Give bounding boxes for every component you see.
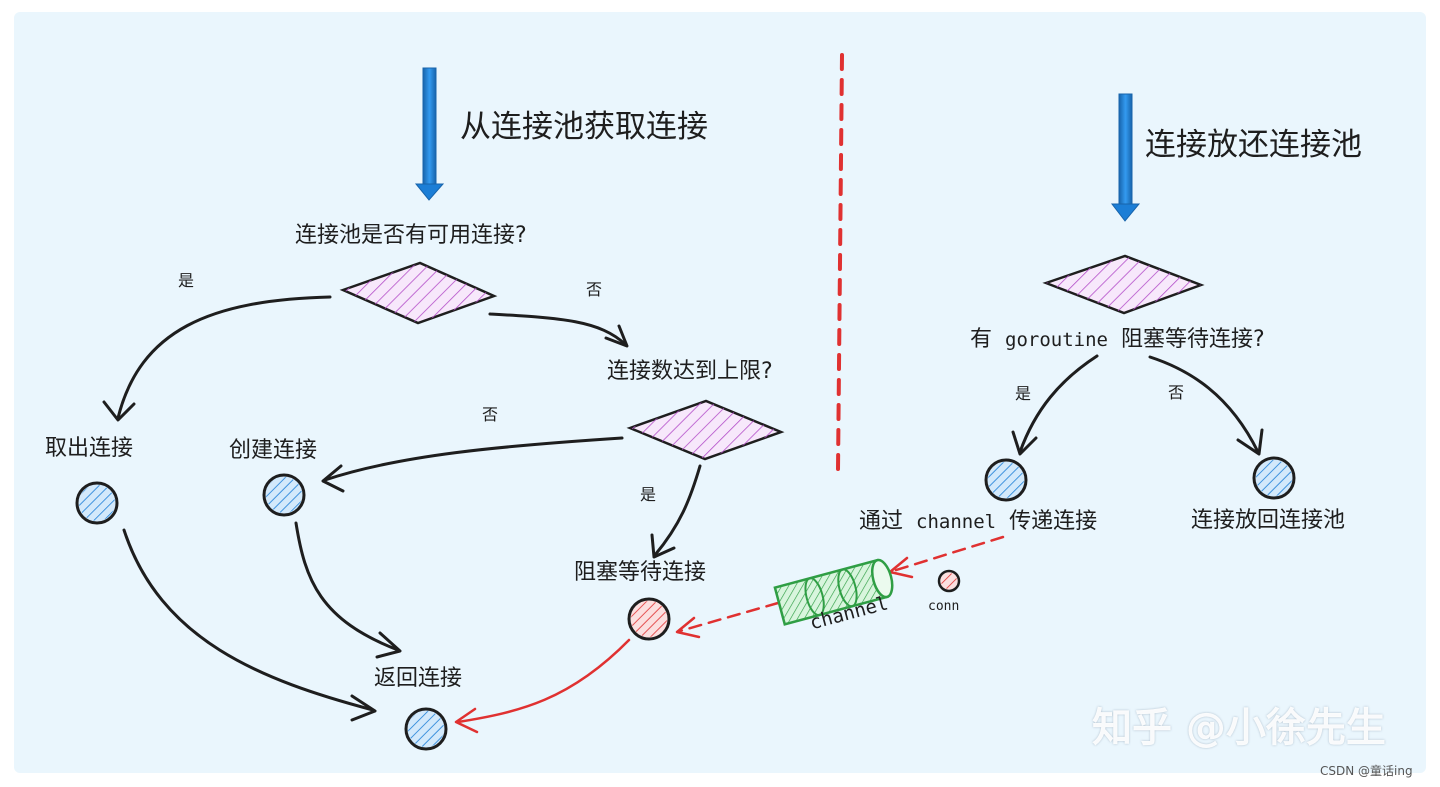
arrow-take-return xyxy=(122,528,375,712)
flow-arrows-red xyxy=(454,535,1005,734)
label-take: 取出连接 xyxy=(45,436,134,461)
label-block: 阻塞等待连接 xyxy=(574,560,707,585)
conn-dot xyxy=(937,569,961,593)
node-channel xyxy=(984,458,1028,502)
pass-channel-code: channel xyxy=(916,511,997,533)
start-arrow-right xyxy=(1110,93,1141,222)
label-putback: 连接放回连接池 xyxy=(1191,508,1346,533)
arrow-yes-block xyxy=(653,464,702,557)
node-putback xyxy=(1252,456,1296,500)
pass-channel-suffix: 传递连接 xyxy=(1009,509,1098,534)
arrow-no-create xyxy=(323,436,624,482)
flow-arrows-left xyxy=(102,295,702,722)
diagram-canvas xyxy=(14,12,1426,773)
label-return: 返回连接 xyxy=(374,666,463,691)
question-waiting: 有 goroutine 阻塞等待连接? xyxy=(970,329,1265,351)
arrow-red-channel-block xyxy=(678,601,780,633)
question-waiting-prefix: 有 xyxy=(970,327,993,352)
arrow-red-pass-channel xyxy=(891,535,1005,573)
arrow-no-putback xyxy=(1148,355,1260,454)
label-conn: conn xyxy=(928,599,960,614)
question-available: 连接池是否有可用连接? xyxy=(295,223,527,248)
question-waiting-code: goroutine xyxy=(1005,329,1108,351)
label-no-3: 否 xyxy=(1168,383,1185,402)
label-create: 创建连接 xyxy=(229,438,318,463)
node-create xyxy=(262,473,306,517)
question-limit: 连接数达到上限? xyxy=(607,359,773,384)
pass-channel-prefix: 通过 xyxy=(859,509,904,534)
node-block xyxy=(627,597,671,641)
title-release: 连接放还连接池 xyxy=(1145,127,1362,163)
label-yes-2: 是 xyxy=(640,485,657,504)
label-pass-channel: 通过 channel 传递连接 xyxy=(859,511,1097,533)
divider-line xyxy=(836,53,844,472)
channel-tube xyxy=(773,558,894,626)
label-yes-1: 是 xyxy=(178,271,195,290)
node-return xyxy=(404,707,448,751)
arrow-yes-channel xyxy=(1018,354,1099,454)
node-take xyxy=(75,481,119,525)
question-waiting-suffix: 阻塞等待连接? xyxy=(1120,327,1265,352)
credit: CSDN @童话ing xyxy=(1320,764,1413,778)
label-no-2: 否 xyxy=(482,405,499,424)
arrow-no-limit xyxy=(488,312,628,347)
arrow-yes-take xyxy=(116,295,332,420)
title-acquire: 从连接池获取连接 xyxy=(460,109,708,145)
start-arrow-left xyxy=(414,67,445,201)
arrow-red-block-return xyxy=(456,638,631,724)
arrow-create-return xyxy=(294,521,400,652)
flow-arrows-right xyxy=(1011,354,1264,456)
label-no-1: 否 xyxy=(586,280,603,299)
label-yes-3: 是 xyxy=(1015,384,1032,403)
watermark: 知乎 @小徐先生 xyxy=(1092,705,1386,751)
